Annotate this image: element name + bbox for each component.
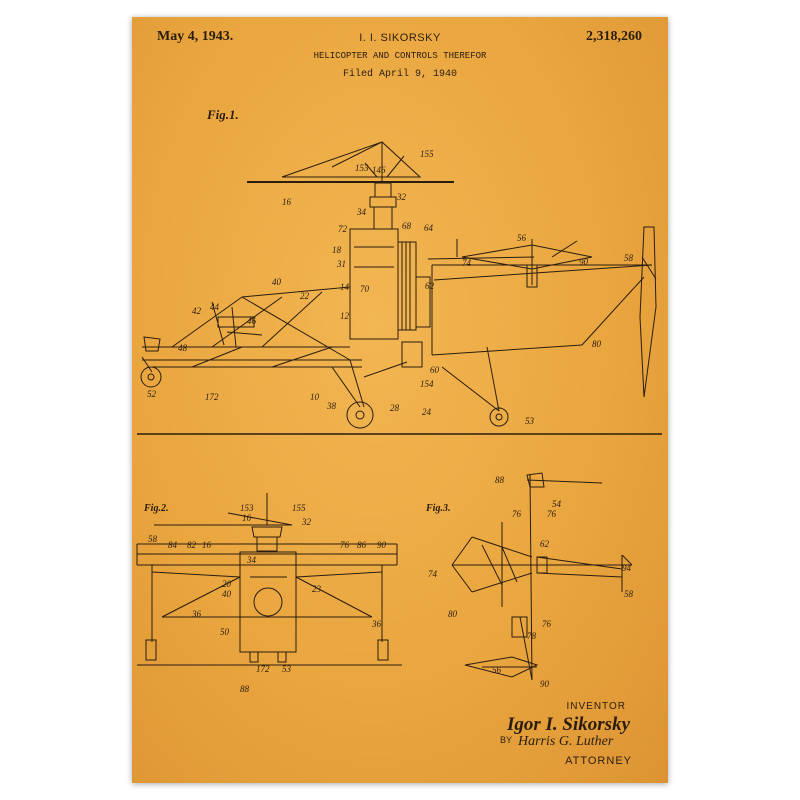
svg-text:68: 68: [402, 221, 412, 231]
svg-text:90: 90: [579, 257, 589, 267]
svg-text:52: 52: [147, 389, 157, 399]
fig1-helicopter-side-view: [137, 141, 662, 435]
svg-text:34: 34: [356, 207, 367, 217]
svg-text:32: 32: [301, 517, 312, 527]
svg-text:64: 64: [424, 223, 434, 233]
svg-text:80: 80: [592, 339, 602, 349]
patent-title: HELICOPTER AND CONTROLS THEREFOR: [313, 51, 487, 61]
attorney-signature: Harris G. Luther: [518, 734, 614, 749]
svg-text:155: 155: [420, 149, 434, 159]
svg-text:153: 153: [240, 503, 254, 513]
fig1-label: Fig.1.: [207, 107, 239, 122]
svg-text:16: 16: [282, 197, 292, 207]
svg-text:12: 12: [340, 311, 350, 321]
svg-text:82: 82: [187, 540, 197, 550]
patent-date: May 4, 1943.: [157, 29, 234, 44]
svg-text:32: 32: [396, 192, 407, 202]
svg-text:50: 50: [220, 627, 230, 637]
svg-text:62: 62: [540, 539, 550, 549]
inventor-label: INVENTOR: [566, 701, 626, 712]
svg-text:36: 36: [371, 619, 382, 629]
svg-text:90: 90: [377, 540, 387, 550]
by-label: BY: [500, 735, 513, 745]
svg-text:10: 10: [310, 392, 320, 402]
svg-text:76: 76: [512, 509, 522, 519]
svg-text:40: 40: [272, 277, 282, 287]
svg-text:56: 56: [492, 665, 502, 675]
attorney-label: ATTORNEY: [565, 755, 632, 767]
inventor-name-header: I. I. SIKORSKY: [359, 32, 441, 44]
svg-text:46: 46: [247, 316, 257, 326]
svg-text:76: 76: [547, 509, 557, 519]
svg-text:53: 53: [525, 416, 535, 426]
svg-text:54: 54: [552, 499, 562, 509]
svg-text:154: 154: [420, 379, 434, 389]
fig3-helicopter-top-view: [451, 472, 633, 681]
svg-text:76: 76: [340, 540, 350, 550]
svg-text:23: 23: [312, 584, 322, 594]
svg-text:34: 34: [246, 555, 257, 565]
svg-text:58: 58: [624, 253, 634, 263]
svg-text:76: 76: [542, 619, 552, 629]
filed-date: Filed April 9, 1940: [342, 69, 458, 80]
svg-text:24: 24: [422, 407, 432, 417]
svg-text:48: 48: [178, 343, 188, 353]
patent-number: 2,318,260: [586, 29, 642, 44]
svg-text:36: 36: [191, 609, 202, 619]
svg-text:172: 172: [256, 664, 270, 674]
svg-text:16: 16: [202, 540, 212, 550]
svg-text:90: 90: [540, 679, 550, 689]
svg-text:20: 20: [222, 579, 232, 589]
svg-text:86: 86: [357, 540, 367, 550]
svg-text:155: 155: [292, 503, 306, 513]
svg-text:153: 153: [355, 163, 369, 173]
svg-text:53: 53: [282, 664, 292, 674]
svg-text:22: 22: [300, 291, 310, 301]
svg-text:84: 84: [168, 540, 178, 550]
svg-text:28: 28: [390, 403, 400, 413]
svg-text:58: 58: [624, 589, 634, 599]
svg-text:78: 78: [527, 631, 537, 641]
svg-text:70: 70: [360, 284, 370, 294]
svg-text:56: 56: [517, 233, 527, 243]
svg-text:14: 14: [340, 282, 350, 292]
svg-text:42: 42: [192, 306, 202, 316]
svg-text:31: 31: [336, 259, 346, 269]
svg-text:72: 72: [338, 224, 348, 234]
svg-text:88: 88: [240, 684, 250, 694]
svg-text:94: 94: [622, 563, 632, 573]
svg-text:172: 172: [205, 392, 219, 402]
svg-text:62: 62: [425, 281, 435, 291]
svg-text:18: 18: [332, 245, 342, 255]
svg-text:80: 80: [448, 609, 458, 619]
svg-text:38: 38: [326, 401, 337, 411]
svg-text:44: 44: [210, 302, 220, 312]
svg-text:40: 40: [222, 589, 232, 599]
fig3-label: Fig.3.: [426, 503, 451, 514]
inventor-signature: Igor I. Sikorsky: [507, 714, 630, 735]
patent-poster: May 4, 1943. I. I. SIKORSKY 2,318,260 HE…: [132, 17, 668, 783]
svg-text:88: 88: [495, 475, 505, 485]
svg-text:60: 60: [430, 365, 440, 375]
svg-text:74: 74: [428, 569, 438, 579]
fig2-helicopter-front-view: [136, 493, 402, 666]
svg-text:146: 146: [372, 165, 386, 175]
svg-text:16: 16: [242, 513, 252, 523]
svg-text:74: 74: [462, 258, 472, 268]
fig2-label: Fig.2.: [144, 503, 169, 514]
svg-text:58: 58: [148, 534, 158, 544]
